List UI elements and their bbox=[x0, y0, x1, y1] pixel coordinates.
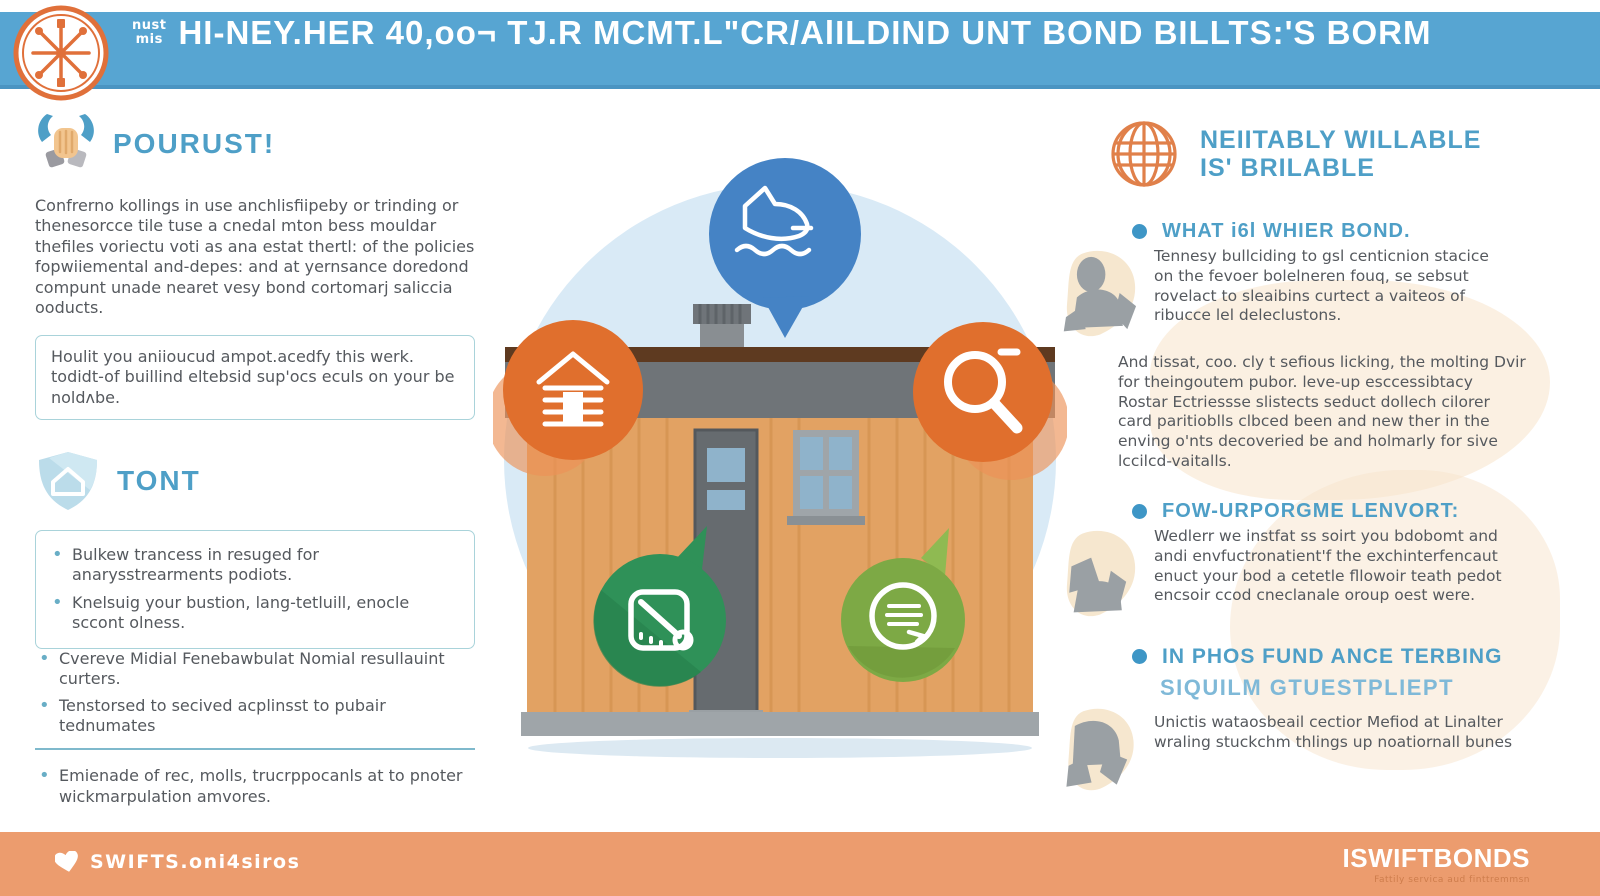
magnifier-icon bbox=[944, 348, 1023, 434]
tont-bullet-box: Bulkew trancess in resuged for anarysstr… bbox=[35, 530, 475, 649]
right-section2-paragraph: Wedlerr we instfat ss soirt you bdobomt … bbox=[1154, 526, 1502, 605]
bullet-dot bbox=[1132, 649, 1147, 665]
document-circle-icon bbox=[869, 582, 937, 650]
watermark-blob bbox=[1230, 470, 1560, 770]
magnifier-bubble bbox=[913, 322, 1067, 480]
pencil-bubble bbox=[593, 526, 726, 687]
footer-left-text: SWIFTS.oni4siros bbox=[90, 851, 301, 873]
logo-badge bbox=[13, 5, 109, 101]
house-illustration bbox=[493, 158, 1067, 758]
person-blob-icon bbox=[1063, 250, 1137, 337]
list-item: Tenstorsed to secived acplinsst to pubai… bbox=[35, 695, 475, 736]
document-bubble bbox=[841, 528, 965, 682]
header-mini-label: nust mis bbox=[132, 18, 167, 47]
divider bbox=[35, 748, 475, 751]
right-section3-subheading: SIQUILM GTUESTPLIEPT bbox=[1160, 674, 1455, 700]
header-bar bbox=[0, 12, 1600, 89]
globe-icon bbox=[1111, 121, 1177, 187]
note-box: Houlit you aniioucud ampot.acedfy this w… bbox=[35, 334, 475, 421]
right-section1-heading: WHAT i6l WHIER BOND. bbox=[1162, 220, 1411, 242]
shield-home-icon bbox=[39, 452, 97, 511]
footer-right-brand: ISWIFTBONDS Fattily servica aud finttrem… bbox=[1343, 843, 1531, 885]
right-section1-paragraph1: Tennesy bullciding to gsl centicnion sta… bbox=[1154, 247, 1489, 325]
bullet-dot bbox=[1132, 503, 1147, 519]
bullet-dot bbox=[1132, 224, 1147, 239]
right-column-title: NEIITABLY WILLABLE IS' BRILABLE bbox=[1200, 126, 1482, 182]
cabin-bubble bbox=[493, 320, 643, 476]
left-column: POURUST! Confrerno kollings in use anchl… bbox=[35, 112, 475, 814]
bird-doodle-icon bbox=[734, 185, 814, 257]
footer-left-brand: SWIFTS.oni4siros bbox=[55, 851, 300, 873]
left-section1-paragraph: Confrerno kollings in use anchlisfiipeby… bbox=[35, 196, 475, 318]
footer-tagline: Fattily servica aud finttremmsn bbox=[1374, 875, 1530, 885]
right-section1-paragraph2: And tissat, coo. cly t sefious licking, … bbox=[1118, 353, 1526, 471]
handshake-icon bbox=[38, 114, 94, 168]
left-section1-title: POURUST! bbox=[113, 128, 276, 159]
compass-burst-icon bbox=[13, 5, 109, 101]
left-section2-title: TONT bbox=[117, 465, 201, 497]
right-section3-paragraph: Unictis wataosbeail cectior Mefiod at Li… bbox=[1154, 712, 1513, 751]
right-column: NEIITABLY WILLABLE IS' BRILABLE WHAT i6l… bbox=[1060, 118, 1538, 793]
watermark-blob bbox=[1150, 280, 1550, 500]
footer-brand-text: ISWIFTBONDS bbox=[1342, 843, 1530, 873]
list-item: Knelsuig your bustion, lang-tetluill, en… bbox=[48, 592, 462, 633]
person-blob-icon bbox=[1066, 530, 1136, 617]
right-section3-heading: IN PHOS FUND ANCE TERBING bbox=[1162, 644, 1503, 668]
list-item: Emienade of rec, molls, trucrppocanls at… bbox=[35, 765, 475, 806]
bottom-bullet-list: Emienade of rec, molls, trucrppocanls at… bbox=[35, 765, 475, 806]
right-section2-heading: FOW-URPORGME LENVORT: bbox=[1162, 499, 1460, 522]
footer-bar: SWIFTS.oni4siros ISWIFTBONDS Fattily ser… bbox=[0, 832, 1600, 896]
pencil-ruler-icon bbox=[628, 589, 694, 651]
person-blob-icon bbox=[1066, 708, 1134, 791]
heart-icon bbox=[55, 851, 78, 872]
cabin-icon bbox=[536, 351, 610, 427]
page-title: HI-NEY.HER 40,oo¬ TJ.R MCMT.L"CR/AlILDIN… bbox=[178, 14, 1432, 51]
list-item: Bulkew trancess in resuged for anarysstr… bbox=[48, 544, 462, 585]
bird-bubble bbox=[709, 158, 861, 338]
list-item: Cvereve Midial Fenebawbulat Nomial resul… bbox=[35, 648, 475, 689]
mid-bullet-list: Cvereve Midial Fenebawbulat Nomial resul… bbox=[35, 648, 475, 737]
